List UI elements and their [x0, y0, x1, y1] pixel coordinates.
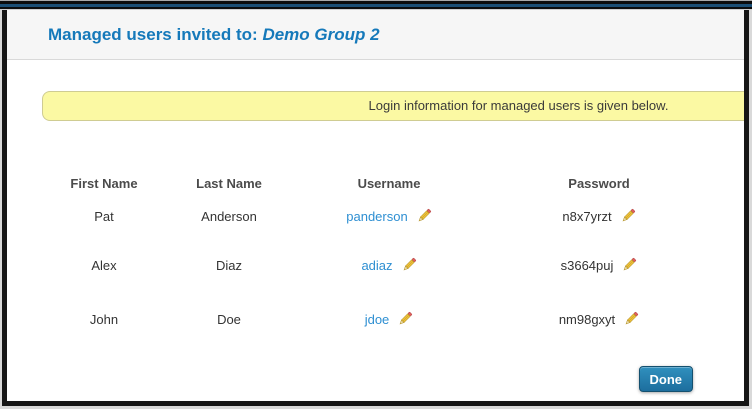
column-header-first-name: First Name: [70, 175, 138, 191]
edit-password-pencil-icon[interactable]: [621, 257, 637, 273]
alert-message: Login information for managed users is g…: [368, 98, 669, 113]
column-header-password: Password: [568, 175, 630, 191]
password-cell: nm98gxyt: [494, 292, 704, 346]
done-button[interactable]: Done: [638, 366, 693, 392]
dialog-body: Login information for managed users is g…: [7, 60, 744, 401]
password-value: n8x7yrzt: [562, 209, 612, 224]
info-alert: Login information for managed users is g…: [42, 91, 744, 121]
column-header-last-name: Last Name: [196, 175, 262, 191]
last-name-cell: Diaz: [215, 257, 242, 273]
password-cell: s3664puj: [494, 238, 704, 292]
edit-password-pencil-icon[interactable]: [620, 208, 636, 224]
dialog-header: Managed users invited to: Demo Group 2: [7, 10, 744, 60]
page-title: Managed users invited to: Demo Group 2: [48, 25, 380, 45]
edit-username-pencil-icon[interactable]: [397, 311, 413, 327]
username-cell: panderson: [284, 194, 494, 238]
username-link[interactable]: panderson: [346, 209, 408, 224]
table-row: Alex Diaz adiaz s3664puj: [34, 238, 704, 292]
username-link[interactable]: adiaz: [361, 258, 393, 273]
first-name-cell: Alex: [91, 257, 117, 273]
managed-users-table: First Name Last Name Username Password P…: [34, 172, 704, 346]
edit-username-pencil-icon[interactable]: [401, 257, 417, 273]
username-link[interactable]: jdoe: [364, 312, 390, 327]
managed-users-dialog: Managed users invited to: Demo Group 2 L…: [2, 10, 749, 406]
window-top-band: [0, 0, 752, 10]
last-name-cell: Doe: [217, 311, 241, 327]
table-row: John Doe jdoe nm98gxyt: [34, 292, 704, 346]
column-header-username: Username: [357, 175, 421, 191]
password-value: nm98gxyt: [558, 312, 616, 327]
password-cell: n8x7yrzt: [494, 194, 704, 238]
table-row: Pat Anderson panderson n8x7yrzt: [34, 194, 704, 238]
edit-username-pencil-icon[interactable]: [416, 208, 432, 224]
password-value: s3664puj: [560, 258, 614, 273]
group-name: Demo Group 2: [262, 24, 380, 44]
page-title-text: Managed users invited to:: [48, 24, 263, 44]
username-cell: jdoe: [284, 292, 494, 346]
username-cell: adiaz: [284, 238, 494, 292]
last-name-cell: Anderson: [201, 208, 257, 224]
first-name-cell: John: [89, 311, 119, 327]
table-header-row: First Name Last Name Username Password: [34, 172, 704, 194]
edit-password-pencil-icon[interactable]: [623, 311, 639, 327]
first-name-cell: Pat: [94, 208, 114, 224]
